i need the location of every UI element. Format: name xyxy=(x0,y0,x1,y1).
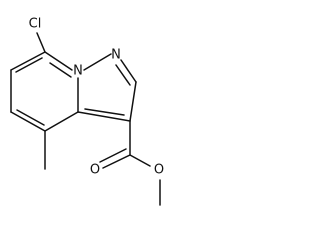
bond-c7-c6-inner xyxy=(15,57,43,73)
bond-n-c7 xyxy=(44,51,73,71)
chemical-structure-diagram: Cl N N O O xyxy=(10,17,164,206)
bond-c5-c4-inner xyxy=(16,109,45,126)
bond-n2-c2-inner xyxy=(115,64,131,86)
bond-n-c7-inner xyxy=(49,62,72,78)
bridgehead-nitrogen-label: N xyxy=(73,64,83,79)
ester-oxygen-label: O xyxy=(154,163,164,178)
bond-c2-c3 xyxy=(129,81,137,122)
bond-c4-c3a xyxy=(44,111,79,132)
bond-c3-c3a-inner xyxy=(84,108,125,116)
bond-c7-c6 xyxy=(10,51,46,71)
bond-c5-c4 xyxy=(10,111,46,132)
bond-c3-c3a xyxy=(77,111,131,122)
bond-carbonyl-o-double xyxy=(102,154,131,169)
bond-n2-c2 xyxy=(120,59,137,83)
bond-c7-cl xyxy=(36,32,46,53)
bond-carbonyl-o-double-inner xyxy=(99,148,127,163)
carbonyl-oxygen-label: O xyxy=(90,163,100,178)
chlorine-atom-label: Cl xyxy=(29,17,42,32)
pyrazole-nitrogen-label: N xyxy=(111,48,121,63)
bond-carbonyl-o-single xyxy=(129,154,151,167)
bond-n-n xyxy=(83,53,112,71)
